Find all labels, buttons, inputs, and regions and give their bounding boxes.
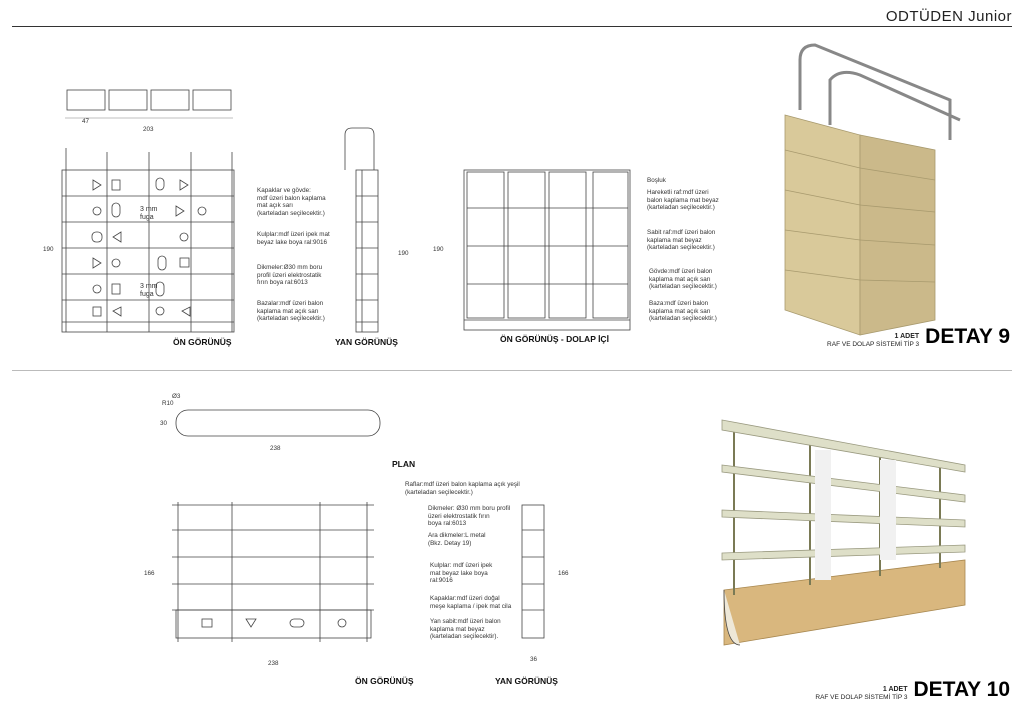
d9-note: Dikmeler:Ø30 mm boru profil üzeri elektr… — [257, 264, 323, 287]
brand-title: ODTÜDEN Junior — [885, 8, 1012, 25]
d9-title: DETAY 9 — [925, 325, 1010, 348]
d9-system: RAF VE DOLAP SİSTEMİ TİP 3 — [827, 341, 920, 348]
plan-width: 238 — [270, 445, 281, 452]
d9-inner-note: Gövde:mdf üzeri balon kaplama mat açık s… — [649, 268, 717, 291]
dim-height: 190 — [43, 246, 54, 253]
dim-width: 203 — [143, 126, 154, 133]
d10-height: 166 — [144, 570, 155, 577]
plan-label: PLAN — [392, 459, 416, 469]
d10-note: Dikmeler: Ø30 mm boru profil üzeri elekt… — [428, 505, 511, 528]
d10-note: Yan sabit:mdf üzeri balon kaplama mat be… — [430, 618, 501, 641]
dim-side-height: 190 — [398, 250, 409, 257]
plan-depth: 30 — [160, 420, 168, 427]
d9-front-view — [61, 148, 235, 333]
d10-side-view — [521, 504, 545, 639]
d10-3d-render — [721, 419, 966, 646]
dim-module: 47 — [82, 118, 90, 125]
d9-side-label: YAN GÖRÜNÜŞ — [335, 337, 398, 347]
d9-note: Bazalar:mdf üzeri balon kaplama mat açık… — [257, 300, 325, 323]
d9-note: Kulplar:mdf üzeri ipek mat beyaz lake bo… — [257, 231, 330, 246]
d9-inner-label: ÖN GÖRÜNÜŞ - DOLAP İÇİ — [500, 334, 609, 344]
d10-note: Kulplar: mdf üzeri ipek mat beyaz lake b… — [430, 562, 493, 585]
d10-plan — [175, 409, 381, 437]
d10-width: 238 — [268, 660, 279, 667]
header-divider — [12, 26, 1012, 27]
plan-diameter: Ø3 — [172, 393, 181, 400]
fuga-label: 3 mm fuga — [140, 206, 158, 221]
d10-note: Kapaklar:mdf üzeri doğal meşe kaplama / … — [430, 595, 512, 610]
d10-note: Ara dikmeler:L metal (Bkz. Detay 19) — [428, 532, 486, 547]
d9-inner-note: Boşluk — [647, 177, 666, 184]
d9-front-label: ÖN GÖRÜNÜŞ — [173, 337, 232, 347]
d9-side-view — [344, 127, 379, 333]
d10-title: DETAY 10 — [913, 678, 1011, 701]
d10-qty: 1 ADET — [882, 686, 908, 693]
d9-top-view — [65, 89, 233, 119]
d10-front-label: ÖN GÖRÜNÜŞ — [355, 676, 414, 686]
d10-depth: 36 — [530, 656, 538, 663]
d9-inner-note: Hareketli raf:mdf üzeri balon kaplama ma… — [647, 189, 719, 212]
d9-inner-note: Sabit raf:mdf üzeri balon kaplama mat be… — [647, 229, 716, 252]
d10-side-label: YAN GÖRÜNÜŞ — [495, 676, 558, 686]
d10-system: RAF VE DOLAP SİSTEMİ TİP 3 — [815, 694, 908, 701]
d9-qty: 1 ADET — [894, 333, 920, 340]
d9-3d-render — [784, 43, 961, 336]
d9-inner-view — [463, 169, 631, 331]
d10-note: Raflar:mdf üzeri balon kaplama açık yeşi… — [405, 481, 520, 496]
d9-note: Kapaklar ve gövde: mdf üzeri balon kapla… — [257, 187, 326, 217]
fuga-label: 3 mm fuga — [140, 283, 158, 298]
plan-radius: R10 — [162, 400, 174, 407]
d10-front-view — [172, 502, 374, 642]
d9-inner-note: Baza:mdf üzeri balon kaplama mat açık sa… — [649, 300, 717, 323]
d10-side-height: 166 — [558, 570, 569, 577]
section-divider — [12, 370, 1012, 371]
dim-inner-height: 190 — [433, 246, 444, 253]
